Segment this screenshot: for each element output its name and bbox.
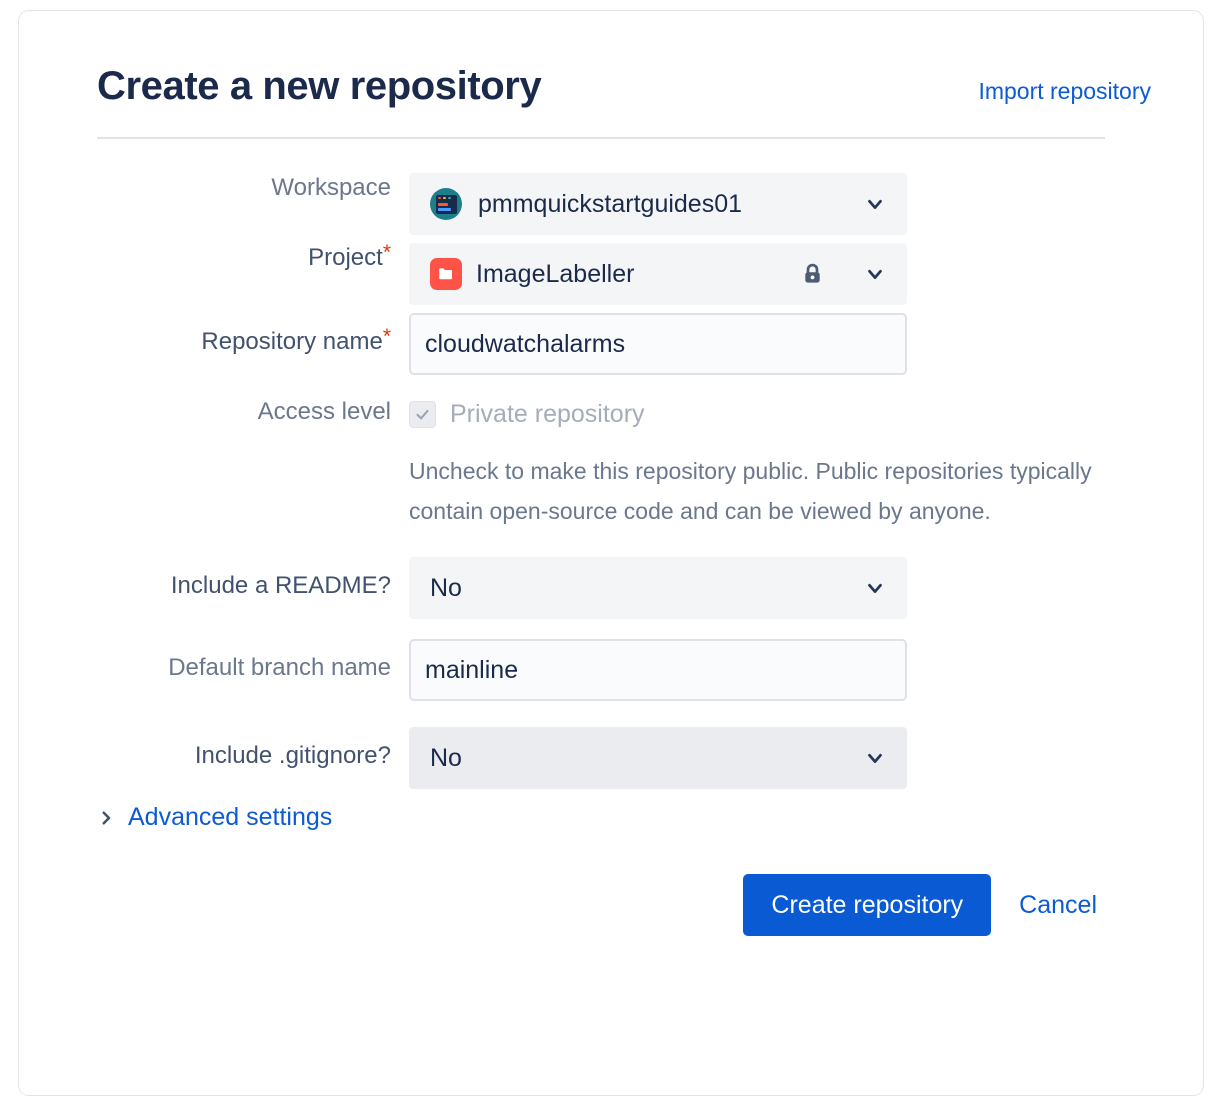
chevron-right-icon <box>97 809 115 827</box>
project-required-marker: * <box>382 241 391 264</box>
include-gitignore-value: No <box>430 743 462 772</box>
import-repository-link[interactable]: Import repository <box>978 78 1151 104</box>
lock-icon <box>799 261 826 288</box>
card-header: Create a new repository Import repositor… <box>79 63 1153 109</box>
project-label-text: Project <box>308 244 383 271</box>
default-branch-name-label: Default branch name <box>168 654 391 681</box>
form-row-default-branch-name: Default branch name <box>79 639 1153 701</box>
form-row-project: Project* ImageLabeller <box>79 241 1153 305</box>
header-divider <box>97 137 1105 139</box>
check-icon <box>416 409 429 419</box>
form-footer: Create repository Cancel <box>79 874 1153 936</box>
create-repository-card: Create a new repository Import repositor… <box>18 10 1204 1096</box>
form-row-include-gitignore: Include .gitignore? No <box>79 727 1153 789</box>
advanced-settings-label: Advanced settings <box>128 803 333 831</box>
cancel-button[interactable]: Cancel <box>1013 890 1103 921</box>
page-title: Create a new repository <box>97 64 542 108</box>
access-level-label: Access level <box>257 398 391 425</box>
form-row-repository-name: Repository name* <box>79 313 1153 375</box>
form-row-workspace: Workspace pmmquickstartguides01 <box>79 173 1153 235</box>
include-readme-value: No <box>430 573 462 602</box>
include-gitignore-select[interactable]: No <box>409 727 907 789</box>
include-gitignore-label: Include .gitignore? <box>194 742 391 769</box>
chevron-down-icon <box>864 263 886 285</box>
form-row-access-level: Access level Private repository Uncheck … <box>79 397 1153 531</box>
project-label: Project* <box>79 241 409 273</box>
create-repository-form: Workspace pmmquickstartguides01 Proj <box>79 173 1153 936</box>
repository-name-required-marker: * <box>382 325 391 348</box>
workspace-selected-value: pmmquickstartguides01 <box>478 189 743 218</box>
chevron-down-icon <box>864 577 886 599</box>
include-readme-select[interactable]: No <box>409 557 907 619</box>
form-row-include-readme: Include a README? No <box>79 557 1153 619</box>
private-repository-checkbox-row[interactable]: Private repository <box>409 399 1153 429</box>
workspace-label: Workspace <box>271 174 391 201</box>
repository-name-label-text: Repository name <box>201 328 383 355</box>
project-selected-value: ImageLabeller <box>476 259 635 288</box>
workspace-avatar-icon <box>430 188 462 220</box>
create-repository-button[interactable]: Create repository <box>743 874 992 936</box>
project-select[interactable]: ImageLabeller <box>409 243 907 305</box>
access-level-help-text: Uncheck to make this repository public. … <box>409 458 1092 524</box>
repository-name-label: Repository name* <box>79 313 409 357</box>
project-folder-icon <box>430 258 462 290</box>
workspace-select[interactable]: pmmquickstartguides01 <box>409 173 907 235</box>
private-repository-checkbox <box>409 400 436 428</box>
chevron-down-icon <box>864 193 886 215</box>
default-branch-name-input[interactable] <box>409 639 907 701</box>
advanced-settings-toggle[interactable]: Advanced settings <box>97 803 332 832</box>
repository-name-input[interactable] <box>409 313 907 375</box>
include-readme-label: Include a README? <box>170 572 391 599</box>
private-repository-label: Private repository <box>450 399 645 428</box>
chevron-down-icon <box>864 747 886 769</box>
